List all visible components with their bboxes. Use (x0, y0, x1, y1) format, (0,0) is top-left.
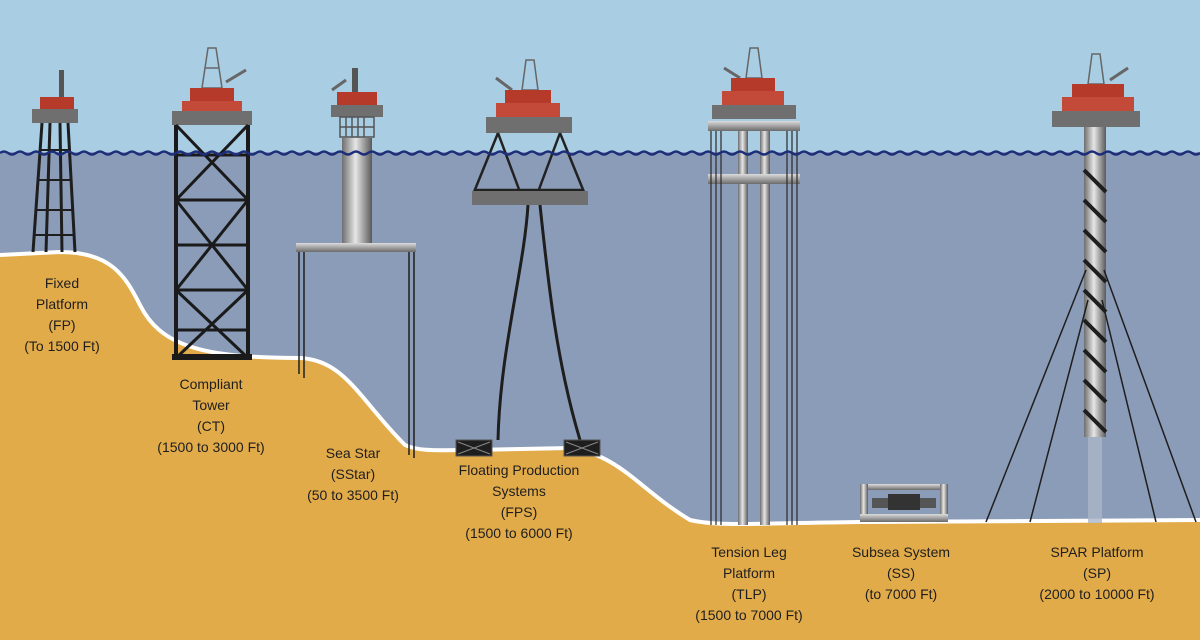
label-subsea-system: Subsea System (SS) (to 7000 Ft) (852, 542, 950, 605)
label-line: Floating Production (458, 462, 580, 478)
label-line: Platform (35, 296, 89, 312)
sky (0, 0, 1200, 154)
fixed-platform-icon (31, 70, 78, 253)
label-line: (SS) (887, 565, 915, 581)
label-line: (1500 to 7000 Ft) (695, 607, 803, 623)
seabed-edge (0, 249, 1200, 527)
label-floating-production: Floating Production Systems (FPS) (1500 … (459, 460, 580, 544)
label-compliant-tower: Compliant Tower (CT) (1500 to 3000 Ft) (157, 374, 264, 458)
subsea-system-icon (860, 484, 948, 522)
label-line: (SP) (1083, 565, 1111, 581)
floating-production-icon (455, 59, 601, 457)
label-line: Tension Leg (711, 544, 787, 560)
label-tension-leg: Tension Leg Platform (TLP) (1500 to 7000… (695, 542, 802, 626)
tension-leg-platform-icon (708, 47, 800, 525)
label-line: Compliant (179, 376, 243, 392)
label-line: SPAR Platform (1050, 544, 1144, 560)
label-line: Subsea System (851, 544, 951, 560)
seabed (0, 252, 1200, 640)
spar-platform-icon (985, 53, 1197, 523)
label-line: (To 1500 Ft) (24, 338, 100, 354)
label-line: (50 to 3500 Ft) (307, 487, 399, 503)
label-line: (SStar) (330, 466, 376, 482)
label-line: Tower (192, 397, 230, 413)
label-line: (1500 to 6000 Ft) (465, 525, 573, 541)
label-fixed-platform: Fixed Platform (FP) (To 1500 Ft) (24, 273, 99, 357)
label-line: (FPS) (500, 504, 538, 520)
label-line: (CT) (197, 418, 225, 434)
label-line: Systems (492, 483, 546, 499)
sea-surface-wave (0, 150, 1200, 156)
label-line: Sea Star (325, 445, 381, 461)
label-spar-platform: SPAR Platform (SP) (2000 to 10000 Ft) (1039, 542, 1154, 605)
label-line: Fixed (44, 275, 80, 291)
label-line: Platform (722, 565, 776, 581)
label-line: (1500 to 3000 Ft) (157, 439, 265, 455)
label-line: (2000 to 10000 Ft) (1039, 586, 1155, 602)
label-line: (to 7000 Ft) (864, 586, 938, 602)
label-line: (FP) (48, 317, 76, 333)
label-line: (TLP) (731, 586, 767, 602)
label-sea-star: Sea Star (SStar) (50 to 3500 Ft) (307, 443, 399, 506)
